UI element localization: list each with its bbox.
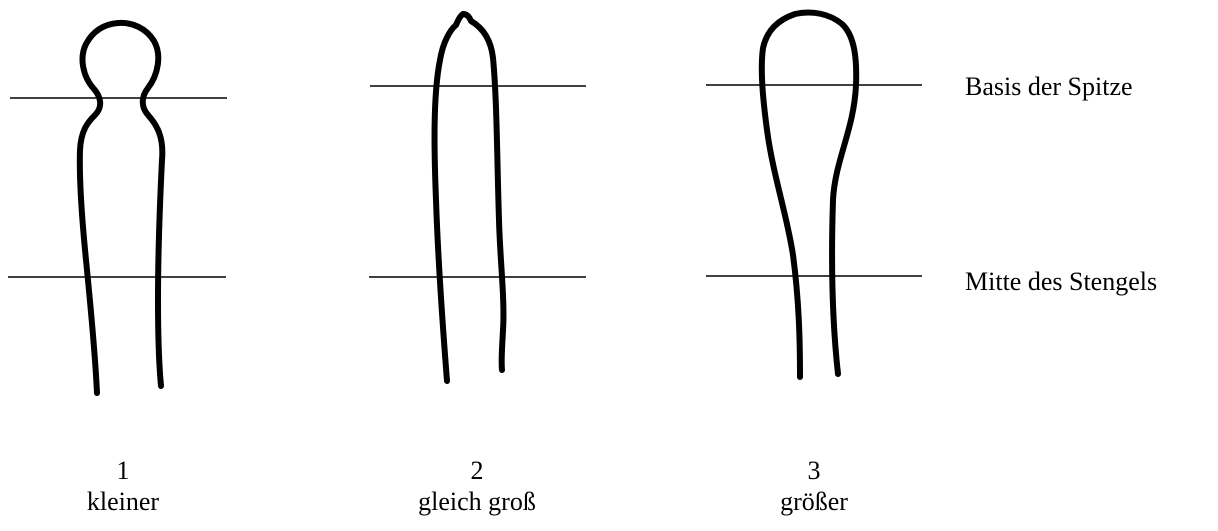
tip-base-label: Basis der Spitze — [965, 72, 1133, 101]
shape-label-1: kleiner — [87, 487, 160, 516]
shape-label-3: größer — [780, 487, 848, 516]
shape-number-1: 1 — [117, 456, 130, 485]
hair-shape-2 — [431, 11, 507, 384]
shape-number-3: 3 — [808, 456, 821, 485]
shape-number-2: 2 — [471, 456, 484, 485]
hair-shape-3 — [758, 9, 860, 380]
hair-shape-1 — [76, 19, 166, 396]
shape-label-2: gleich groß — [418, 487, 536, 516]
stem-middle-label: Mitte des Stengels — [965, 267, 1157, 296]
